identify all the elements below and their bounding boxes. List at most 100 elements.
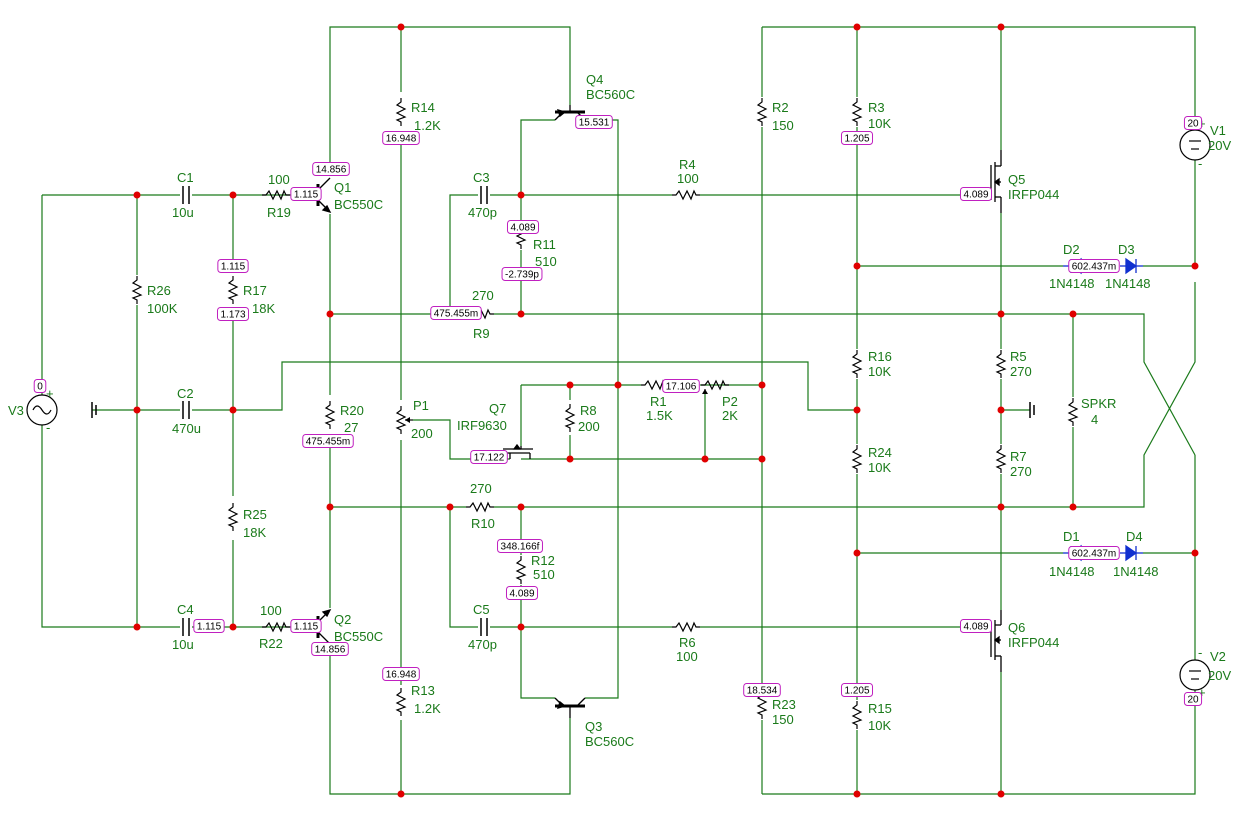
voltage-tag-text: 4.089: [510, 223, 535, 234]
c5-symbol: [480, 618, 488, 636]
q6-ref: Q6: [1008, 620, 1025, 635]
r23-value: 150: [772, 712, 794, 727]
r10-ref: R10: [471, 516, 495, 531]
voltage-tag: 15.531: [575, 115, 613, 129]
voltage-tag: 1.115: [217, 259, 249, 273]
r12-symbol: [516, 555, 526, 585]
voltage-tag-text: 17.122: [474, 453, 505, 464]
r10-symbol: [465, 502, 495, 512]
d3-value: 1N4148: [1105, 276, 1151, 291]
r22-value: 100: [260, 603, 282, 618]
junction-node: [229, 191, 237, 199]
r17-ref: R17: [243, 283, 267, 298]
voltage-tag: 14.856: [312, 162, 350, 176]
r17-value: 18K: [252, 301, 275, 316]
voltage-tag-text: 15.531: [579, 118, 610, 129]
v2-minus: -: [1198, 645, 1202, 660]
voltage-tag: 1.115: [290, 187, 322, 201]
r8-value: 200: [578, 419, 600, 434]
junction-node: [517, 503, 525, 511]
q3-pnp-symbol: [554, 697, 586, 718]
c3-symbol: [480, 186, 488, 204]
r1-ref: R1: [650, 394, 667, 409]
r25-symbol: [228, 502, 238, 532]
p2-value: 2K: [722, 408, 738, 423]
r9-ref: R9: [473, 326, 490, 341]
voltage-tag-text: 475.455m: [306, 437, 350, 448]
q6-nmos-symbol: [985, 610, 1002, 672]
r16-symbol: [852, 349, 862, 379]
junction-node: [229, 623, 237, 631]
r6-symbol: [671, 622, 701, 632]
r4-value: 100: [677, 171, 699, 186]
voltage-tag: 4.089: [959, 619, 993, 633]
voltage-tag: 17.122: [470, 450, 508, 464]
junction-node: [997, 23, 1005, 31]
q4-value: BC560C: [586, 87, 635, 102]
r14-value: 1.2K: [414, 118, 441, 133]
r23-ref: R23: [772, 697, 796, 712]
r3-symbol: [852, 97, 862, 127]
voltage-tag-text: 18.534: [747, 686, 778, 697]
ground-icons: [91, 402, 1035, 418]
voltage-tag-text: 4.089: [963, 190, 988, 201]
c3-value: 470p: [468, 205, 497, 220]
junction-node: [997, 790, 1005, 798]
junction-node: [1191, 262, 1199, 270]
c5-ref: C5: [473, 602, 490, 617]
junction-node: [517, 623, 525, 631]
q1-ref: Q1: [334, 180, 351, 195]
junction-node: [326, 503, 334, 511]
c2-symbol: [182, 401, 190, 419]
d2-value: 1N4148: [1049, 276, 1095, 291]
q7-ref: Q7: [489, 401, 506, 416]
voltage-tag: 4.089: [506, 220, 540, 234]
q3-value: BC560C: [585, 734, 634, 749]
voltage-tag: 475.455m: [430, 306, 482, 320]
voltage-tag: 602.437m: [1068, 546, 1120, 560]
junction-node: [229, 406, 237, 414]
junction-node: [326, 310, 334, 318]
r6-ref: R6: [679, 635, 696, 650]
junction-node: [446, 503, 454, 511]
voltage-tag: 475.455m: [302, 434, 354, 448]
q5-ref: Q5: [1008, 172, 1025, 187]
r20-value: 27: [344, 420, 358, 435]
r7-symbol: [996, 444, 1006, 474]
r17-symbol: [228, 275, 238, 305]
r25-value: 18K: [243, 525, 266, 540]
voltage-tag-text: 16.948: [386, 670, 417, 681]
voltage-tag-text: -2.739p: [505, 270, 539, 281]
ground-icon: [91, 402, 97, 418]
c4-ref: C4: [177, 602, 194, 617]
v2-ref: V2: [1210, 649, 1226, 664]
voltage-tag: 348.166f: [497, 539, 543, 553]
voltage-tag-text: 17.106: [666, 382, 697, 393]
voltage-tag-text: 14.856: [316, 165, 347, 176]
r10-value: 270: [470, 481, 492, 496]
voltage-tag: 14.856: [311, 642, 349, 656]
spkr-value: 4: [1091, 412, 1098, 427]
junction-node: [853, 790, 861, 798]
r1-value: 1.5K: [646, 408, 673, 423]
junction-node: [566, 381, 574, 389]
junction-node: [517, 191, 525, 199]
q6-value: IRFP044: [1008, 635, 1059, 650]
r16-ref: R16: [868, 349, 892, 364]
r2-symbol: [757, 97, 767, 127]
r3-ref: R3: [868, 100, 885, 115]
junction-node: [758, 455, 766, 463]
r5-value: 270: [1010, 364, 1032, 379]
voltage-tag: -2.739p: [501, 267, 543, 281]
junction-node: [517, 310, 525, 318]
junction-node: [853, 262, 861, 270]
d3-diode-icon: [1120, 257, 1143, 275]
r4-symbol: [671, 190, 701, 200]
q2-value: BC550C: [334, 629, 383, 644]
p2-ref: P2: [722, 394, 738, 409]
v3-ac-source-icon: [26, 394, 58, 426]
junction-node: [397, 23, 405, 31]
voltage-tag: 20: [1183, 692, 1203, 706]
voltage-tag: 4.089: [959, 187, 993, 201]
